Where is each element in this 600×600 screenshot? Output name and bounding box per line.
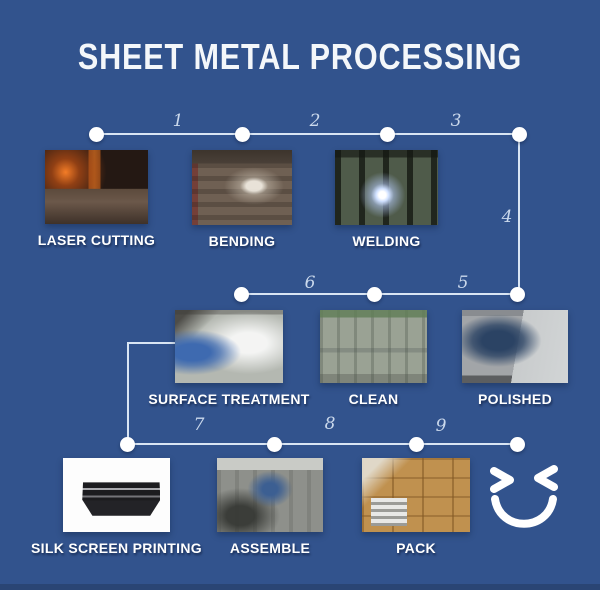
connector-line-row3 — [128, 443, 518, 445]
step-label: LASER CUTTING — [37, 232, 156, 248]
clean-photo — [320, 310, 427, 383]
step-number-3: 3 — [450, 111, 462, 131]
step-label: CLEAN — [348, 391, 399, 407]
step-label: PACK — [396, 540, 436, 556]
node-dot — [235, 127, 250, 142]
step-label: POLISHED — [478, 391, 552, 407]
page-title: SHEET METAL PROCESSING — [77, 36, 523, 77]
surface-treatment-photo — [175, 310, 283, 383]
node-dot — [380, 127, 395, 142]
node-dot — [512, 127, 527, 142]
step-label: ASSEMBLE — [229, 540, 311, 556]
step-pack: PACK — [362, 458, 470, 556]
laser-cutting-photo — [45, 150, 148, 224]
step-number-8: 8 — [324, 414, 336, 434]
connector-line-elbow-vertical — [127, 342, 129, 445]
bending-photo — [192, 150, 292, 225]
connector-line-elbow-horizontal — [128, 342, 176, 344]
step-surface-treatment: SURFACE TREATMENT — [148, 310, 309, 407]
step-bending: BENDING — [192, 150, 292, 249]
pack-photo — [362, 458, 470, 532]
node-dot — [89, 127, 104, 142]
step-welding: WELDING — [335, 150, 438, 249]
node-dot — [234, 287, 249, 302]
step-number-4: 4 — [501, 207, 513, 227]
step-number-5: 5 — [457, 273, 469, 293]
step-label: WELDING — [352, 233, 421, 249]
connector-line-right-vertical — [518, 135, 520, 295]
step-laser-cutting: LASER CUTTING — [38, 150, 155, 248]
silk-screen-printing-photo — [63, 458, 170, 532]
bottom-white-strip — [0, 590, 600, 600]
node-dot — [409, 437, 424, 452]
node-dot — [510, 437, 525, 452]
node-dot — [120, 437, 135, 452]
connector-line-row1 — [97, 133, 520, 135]
bottom-accent-bar — [0, 584, 600, 590]
step-label: SILK SCREEN PRINTING — [31, 540, 202, 556]
step-label: BENDING — [208, 233, 276, 249]
polished-photo — [462, 310, 568, 383]
step-number-1: 1 — [172, 111, 184, 131]
step-silk-screen-printing: SILK SCREEN PRINTING — [31, 458, 202, 556]
step-label: SURFACE TREATMENT — [148, 391, 310, 407]
step-clean: CLEAN — [320, 310, 427, 407]
node-dot — [510, 287, 525, 302]
printed-device-shape — [82, 482, 161, 516]
pallet-shape — [370, 497, 408, 527]
step-number-7: 7 — [193, 415, 205, 435]
welding-photo — [335, 150, 438, 225]
node-dot — [367, 287, 382, 302]
step-number-6: 6 — [304, 273, 316, 293]
step-number-9: 9 — [435, 416, 447, 436]
winking-smiley-icon — [490, 465, 558, 528]
step-polished: POLISHED — [462, 310, 568, 407]
node-dot — [267, 437, 282, 452]
step-number-2: 2 — [309, 111, 321, 131]
step-assemble: ASSEMBLE — [217, 458, 323, 556]
assemble-photo — [217, 458, 323, 532]
